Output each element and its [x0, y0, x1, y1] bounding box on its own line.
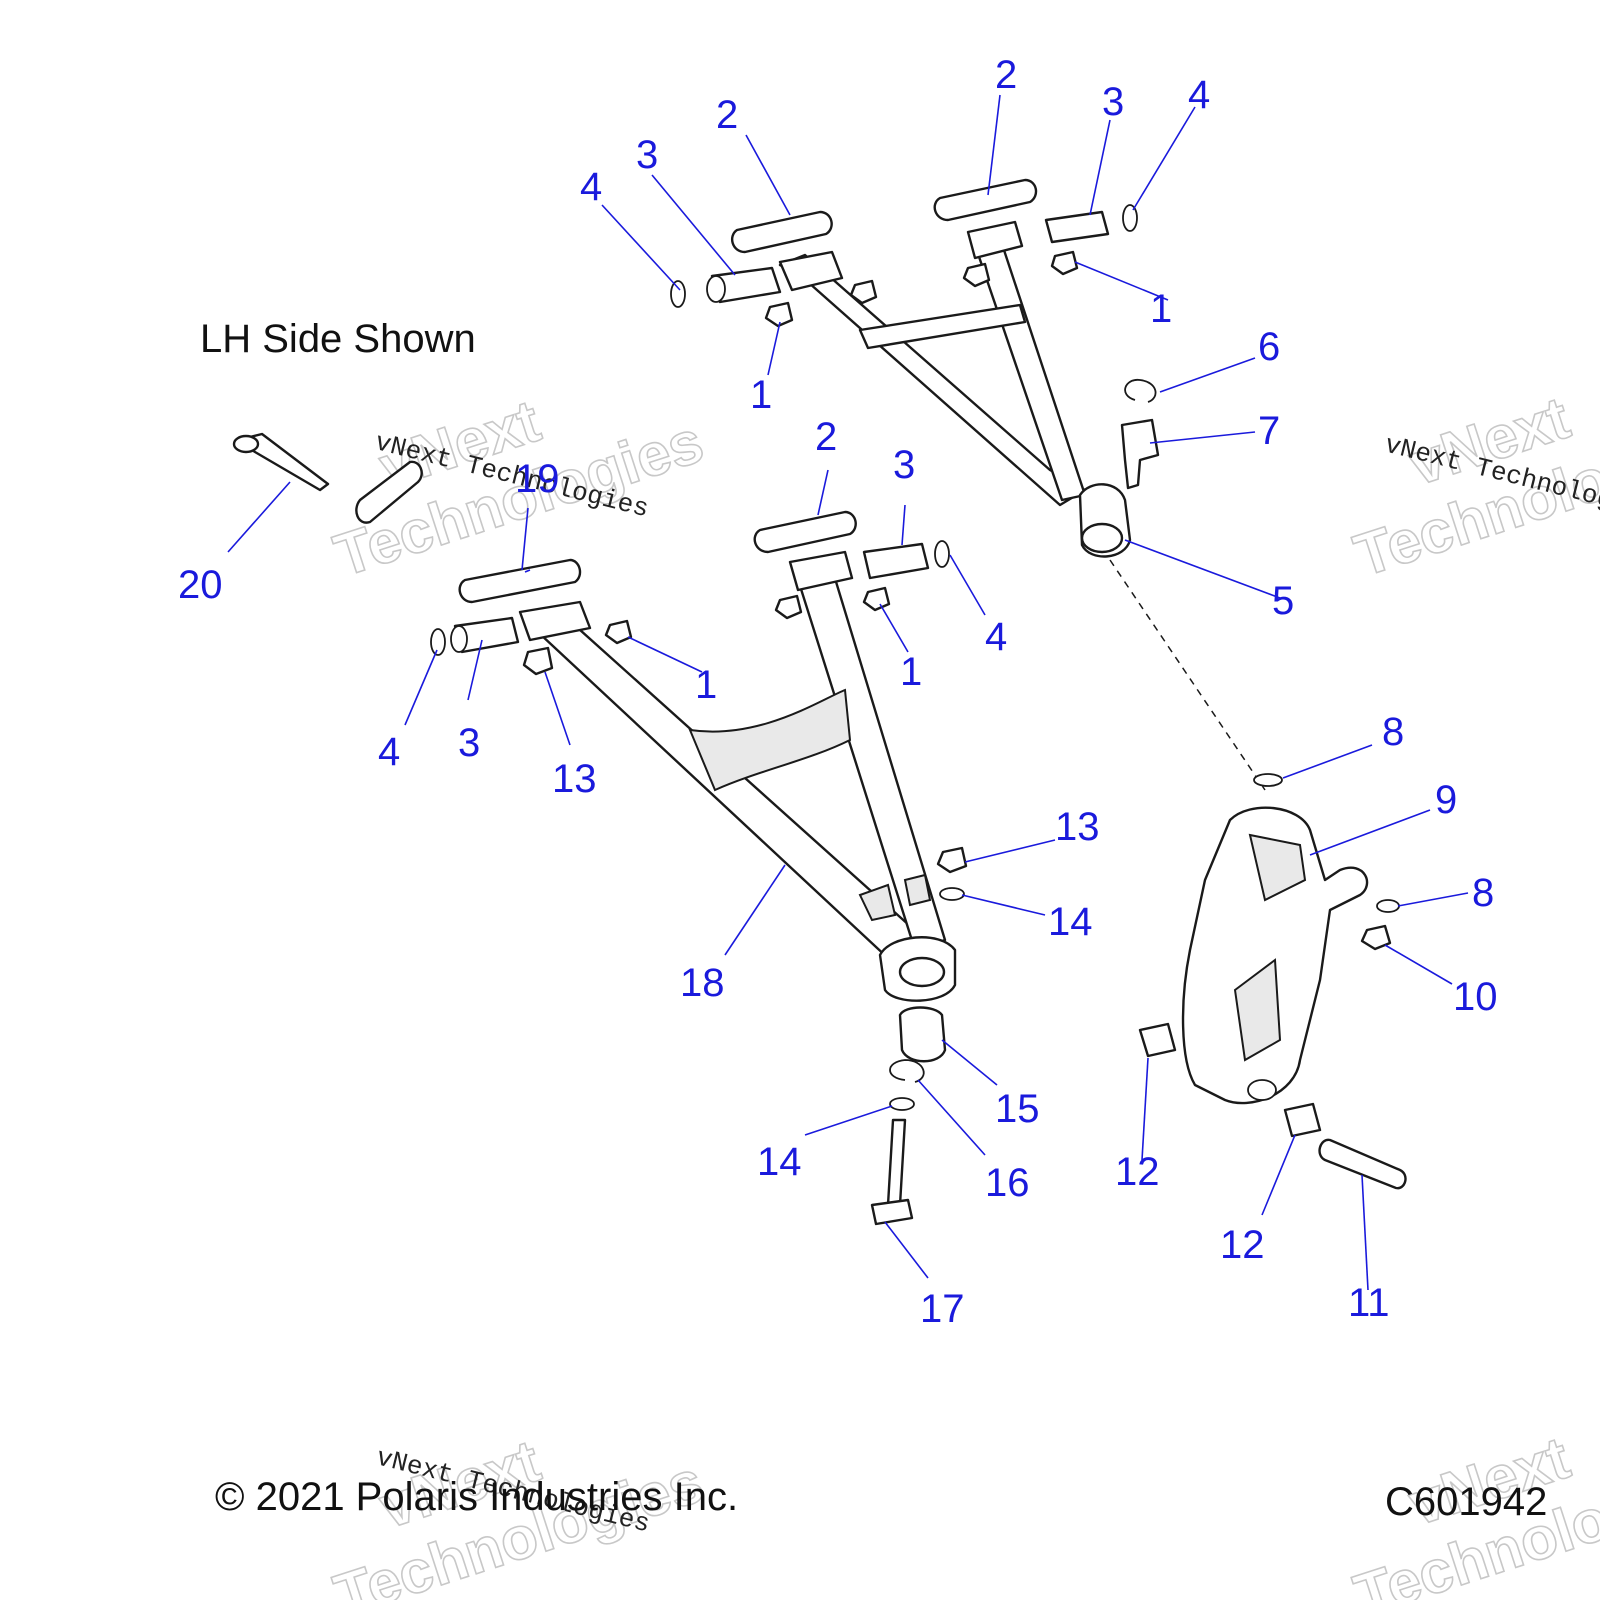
washer-8-side: [1376, 899, 1400, 913]
figure-id: C601942: [1385, 1480, 1547, 1524]
snap-ring-lower: [889, 1059, 925, 1083]
lower-arm-gusset: [688, 688, 852, 792]
leader-lines: [227, 94, 1469, 1291]
callout-3: 3: [636, 133, 658, 177]
lower-nut-1b: [774, 594, 803, 620]
callout-14: 14: [757, 1140, 802, 1184]
upper-arm-sleeve-right: [966, 220, 1024, 260]
callout-1: 1: [900, 650, 922, 694]
callout-7: 7: [1258, 409, 1280, 453]
callout-1: 1: [750, 373, 772, 417]
callout-4: 4: [985, 615, 1007, 659]
upper-nut-1b: [849, 279, 878, 305]
upper-nut-1d: [1050, 250, 1079, 276]
callout-3: 3: [893, 443, 915, 487]
pin-11: [1318, 1138, 1407, 1190]
lower-arm-sleeve-right: [788, 550, 854, 592]
upper-bushing-left-end: [706, 275, 726, 303]
knuckle-window-upper: [1248, 833, 1307, 902]
upper-pivot-bolt-right: [933, 178, 1038, 222]
copyright-notice: © 2021 Polaris Industries Inc.: [215, 1475, 738, 1519]
upper-nut-1c: [962, 262, 991, 288]
callout-17: 17: [920, 1287, 965, 1331]
lower-bushing-left-end: [450, 625, 468, 653]
callout-14: 14: [1048, 900, 1093, 944]
callout-labels: 1 1 1 1 2 2 2 2 3 3 3 3 4 4 4 4 5 6 7 8 …: [178, 53, 1498, 1331]
callout-4: 4: [580, 165, 602, 209]
callout-9: 9: [1435, 778, 1457, 822]
upper-washer-right: [1122, 204, 1138, 232]
lower-ball-joint-socket: [898, 956, 946, 988]
callout-4: 4: [1188, 73, 1210, 117]
upper-arm-sleeve-left: [778, 250, 844, 292]
knuckle-window-lower: [1233, 958, 1282, 1062]
lower-pivot-bolt-left: [458, 558, 582, 604]
upper-a-arm-assembly: [670, 178, 1160, 558]
ball-joint-socket: [1080, 522, 1124, 554]
callout-4: 4: [378, 730, 400, 774]
callout-1: 1: [1150, 287, 1172, 331]
callout-5: 5: [1272, 579, 1294, 623]
view-note: LH Side Shown: [200, 317, 476, 361]
washer-14-lower: [889, 1097, 915, 1111]
upper-nut-1a: [764, 301, 794, 328]
bushing-12a: [1138, 1022, 1177, 1058]
link-19: [355, 460, 423, 524]
callout-3: 3: [1102, 80, 1124, 124]
lower-nut-1a: [604, 619, 633, 645]
lower-arm-plate-right: [903, 873, 932, 907]
washer-14-upper: [939, 887, 965, 901]
bushing-12b: [1283, 1102, 1322, 1138]
lower-washer-right: [934, 540, 950, 568]
lower-bolt-17: [886, 1118, 907, 1207]
callout-16: 16: [985, 1161, 1030, 1205]
bolt-20-head: [232, 434, 260, 454]
callout-6: 6: [1258, 325, 1280, 369]
loose-hardware-left: [232, 432, 423, 524]
lower-arm-plate-left: [858, 883, 897, 922]
callout-19: 19: [515, 457, 560, 501]
lower-ball-joint: [898, 1006, 947, 1063]
upper-arm-crossbar: [858, 303, 1027, 350]
callout-1: 1: [695, 663, 717, 707]
steering-knuckle: [1138, 773, 1407, 1190]
lower-bolt-17-head: [870, 1198, 914, 1226]
lower-washer-left: [430, 628, 446, 656]
callout-2: 2: [995, 53, 1017, 97]
lower-nut-13b: [936, 846, 968, 874]
callout-13: 13: [1055, 805, 1100, 849]
alignment-dashed-line: [1109, 559, 1266, 791]
snap-ring-upper: [1124, 379, 1157, 403]
ball-joint-stud: [1120, 418, 1160, 490]
callout-8: 8: [1472, 871, 1494, 915]
nut-10: [1360, 924, 1392, 951]
callout-11: 11: [1348, 1281, 1390, 1325]
upper-bushing-right: [1044, 210, 1110, 244]
callout-15: 15: [995, 1087, 1040, 1131]
upper-washer-left: [670, 280, 686, 308]
callout-10: 10: [1453, 975, 1498, 1019]
callout-12: 12: [1220, 1223, 1265, 1267]
lower-arm-sleeve-left: [518, 600, 592, 642]
callout-8: 8: [1382, 710, 1404, 754]
knuckle-lower-bore: [1247, 1079, 1277, 1101]
lower-nut-1c: [862, 586, 891, 612]
callout-2: 2: [716, 93, 738, 137]
callout-13: 13: [552, 757, 597, 801]
lower-pivot-bolt-right: [753, 510, 857, 554]
knuckle-body: [1181, 806, 1369, 1105]
callout-3: 3: [458, 721, 480, 765]
lower-bushing-right: [862, 542, 930, 580]
washer-8-top: [1253, 773, 1283, 787]
lower-a-arm-assembly: [430, 510, 968, 1226]
lower-nut-13a: [522, 646, 554, 676]
callout-12: 12: [1115, 1150, 1160, 1194]
callout-20: 20: [178, 563, 223, 607]
callout-18: 18: [680, 961, 725, 1005]
upper-pivot-bolt-left: [730, 210, 833, 254]
callout-2: 2: [815, 415, 837, 459]
